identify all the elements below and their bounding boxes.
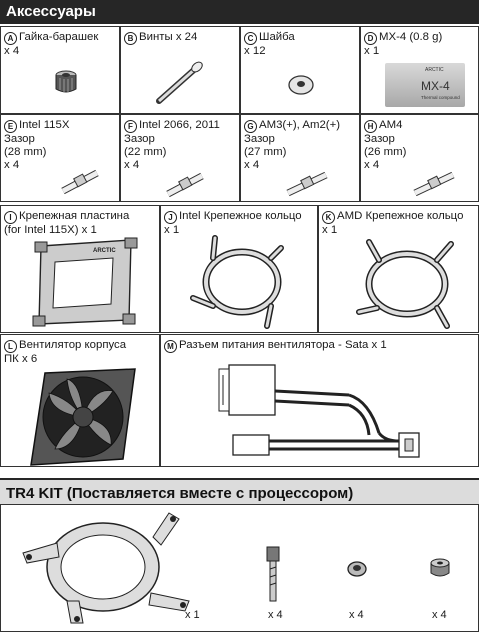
item-d-line-2: x 1	[364, 45, 380, 57]
item-badge-h: H	[364, 120, 377, 133]
item-j-line-1: Intel Крепежное кольцо	[179, 210, 302, 222]
sata-cable-icon	[218, 364, 420, 458]
item-badge-k: K	[322, 211, 335, 224]
item-h-line-4: x 4	[364, 159, 380, 171]
mx4-sub: Thermal compound	[421, 95, 460, 100]
standoff-e-icon	[61, 169, 99, 195]
amd-ring-icon	[356, 239, 454, 329]
item-e-line-3: (28 mm)	[4, 146, 47, 158]
mx4-brand: ARCTIC	[425, 67, 444, 73]
item-e-line-1: Intel 115X	[19, 119, 70, 131]
item-i-line-1: Крепежная пластина	[19, 210, 130, 222]
item-badge-j: J	[164, 211, 177, 224]
item-i-line-2: (for Intel 115X) x 1	[4, 224, 97, 236]
item-e-line-4: x 4	[4, 159, 20, 171]
item-m-line-1: Разъем питания вентилятора - Sata x 1	[179, 339, 387, 351]
screw-icon	[156, 61, 203, 104]
item-a-line-2: x 4	[4, 45, 20, 57]
section-title-accessories: Аксессуары	[0, 0, 479, 24]
tr4-qty-nut: x 4	[349, 609, 364, 621]
tr4-kit-cell: x 1 x 4 x 4 x 4	[0, 504, 479, 632]
item-a-line-1: Гайка-барашек	[19, 31, 99, 43]
item-badge-d: D	[364, 32, 377, 45]
item-b-line-1: Винты x 24	[139, 31, 198, 43]
standoff-f-icon	[166, 172, 204, 198]
item-e-line-2: Зазор	[4, 133, 35, 145]
item-c-line-1: Шайба	[259, 31, 295, 43]
item-h-line-2: Зазор	[364, 133, 395, 145]
washer-icon	[288, 75, 314, 95]
item-badge-b: B	[124, 32, 137, 45]
item-g-line-2: Зазор	[244, 133, 275, 145]
mx4-packet-image: ARCTIC MX-4 Thermal compound	[385, 63, 465, 107]
standoff-g-icon	[286, 171, 328, 197]
item-c-line-2: x 12	[244, 45, 266, 57]
item-badge-f: F	[124, 120, 137, 133]
backplate-logo: ARCTIC	[93, 248, 116, 254]
tr4-qty-spacer: x 4	[432, 609, 447, 621]
item-f-line-1: Intel 2066, 2011	[139, 119, 220, 131]
case-fan-icon	[30, 368, 136, 466]
tr4-qty-screw: x 4	[268, 609, 283, 621]
standoff-h-icon	[413, 171, 455, 197]
item-h-line-3: (26 mm)	[364, 146, 407, 158]
tr4-screw-icon	[266, 546, 280, 602]
tr4-nut-icon	[347, 561, 367, 577]
tr4-spacer-icon	[430, 558, 450, 577]
item-k-line-2: x 1	[322, 224, 338, 236]
item-g-line-1: AM3(+), Am2(+)	[259, 119, 341, 131]
item-l-line-2: ПК x 6	[4, 353, 38, 365]
backplate-icon: ARCTIC	[32, 237, 138, 327]
item-k-line-1: AMD Крепежное кольцо	[337, 210, 464, 222]
item-badge-l: L	[4, 340, 17, 353]
item-d-line-1: MX-4 (0.8 g)	[379, 31, 443, 43]
item-f-line-3: (22 mm)	[124, 146, 167, 158]
item-badge-g: G	[244, 120, 257, 133]
item-g-line-4: x 4	[244, 159, 260, 171]
item-g-line-3: (27 mm)	[244, 146, 287, 158]
item-h-line-1: AM4	[379, 119, 403, 131]
tr4-qty-bracket: x 1	[185, 609, 200, 621]
item-f-line-2: Зазор	[124, 133, 155, 145]
mx4-product: MX-4	[421, 79, 450, 93]
item-j-line-2: x 1	[164, 224, 180, 236]
wing-nut-icon	[55, 70, 77, 93]
tr4-bracket-icon	[22, 512, 190, 624]
section-title-tr4-kit: TR4 KIT (Поставляется вместе с процессор…	[0, 478, 479, 504]
item-badge-i: I	[4, 211, 17, 224]
item-l-line-1: Вентилятор корпуса	[19, 339, 127, 351]
item-badge-c: C	[244, 32, 257, 45]
intel-ring-icon	[190, 235, 284, 329]
item-f-line-4: x 4	[124, 159, 140, 171]
item-badge-e: E	[4, 120, 17, 133]
item-badge-a: A	[4, 32, 17, 45]
item-badge-m: M	[164, 340, 177, 353]
